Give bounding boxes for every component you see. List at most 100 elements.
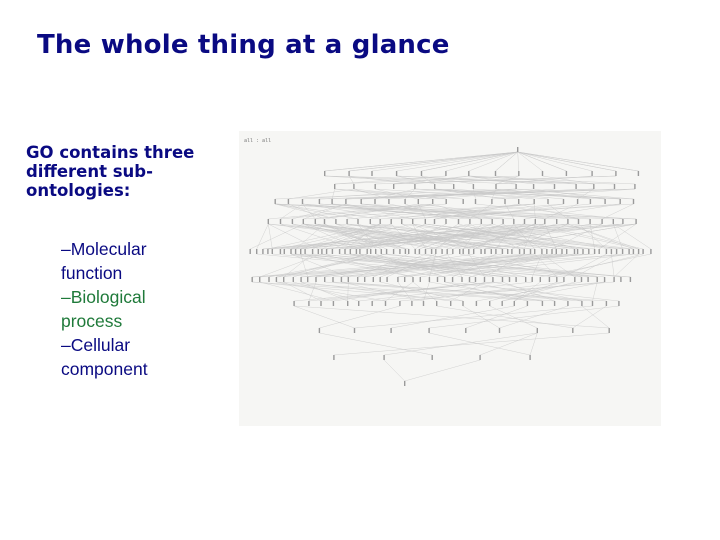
graph-node [332,277,334,282]
graph-edge [414,188,634,200]
graph-node [366,249,368,254]
graph-node [390,328,392,333]
graph-node [517,147,519,152]
graph-node [287,199,290,204]
graph-corner-label: all : all [244,138,271,144]
graph-edge [517,151,616,172]
graph-edge [275,203,504,220]
graph-edge [280,223,357,250]
graph-node [347,301,349,306]
graph-edge [529,332,538,356]
graph-node [420,171,423,176]
graph-node [508,277,511,282]
graph-edge [321,253,526,278]
graph-node [397,277,399,282]
graph-edge [542,175,594,185]
graph-node [575,184,577,189]
graph-node [603,277,606,282]
graph-edge [300,253,308,278]
graph-edge [524,203,621,220]
graph-edge [613,253,639,278]
graph-node [622,219,624,224]
graph-edge [517,151,567,172]
graph-edge [361,188,517,200]
graph-node [357,219,359,224]
graph-node [271,249,273,254]
graph-edge [267,223,381,250]
graph-node [523,219,526,224]
graph-edge [302,203,316,220]
graph-edge [473,223,536,250]
graph-node [618,301,620,306]
graph-edge [436,305,573,329]
graph-edge [412,203,621,220]
graph-edge [475,203,623,220]
graph-node [320,301,322,306]
graph-edge [331,188,335,200]
graph-edge [324,281,582,302]
graph-edge [335,223,453,250]
graph-node [321,249,323,254]
graph-node [504,199,506,204]
graph-node [610,249,613,254]
graph-node [513,301,515,306]
graph-edge [312,253,631,278]
graph-edge [412,281,437,302]
graph-node [358,301,360,306]
graph-node [345,199,347,204]
graph-node [474,277,477,282]
graph-node [541,249,543,254]
graph-node [507,249,509,254]
graph-edge [319,203,557,220]
graph-edge [339,253,598,278]
graph-node [256,249,258,254]
graph-node [418,249,421,254]
graph-node [632,199,635,204]
graph-node [637,171,640,176]
graph-node [283,277,285,282]
graph-node [414,249,416,254]
graph-node [274,199,276,204]
graph-node [411,301,413,306]
graph-node [536,328,538,333]
graph-node [525,277,527,282]
graph-edge [358,281,533,302]
graph-node [424,249,427,254]
graph-node [632,249,635,254]
graph-edge [572,305,607,329]
graph-edge [315,223,531,250]
graph-node [307,277,309,282]
graph-node [553,184,556,189]
graph-edge [516,188,634,200]
graph-edge [324,175,454,185]
graph-edge [495,175,593,185]
graph-edge [293,281,359,302]
graph-node [534,219,536,224]
graph-node [562,199,565,204]
graph-node [501,277,504,282]
graph-node [621,249,624,254]
graph-edge [468,175,517,185]
graph-edge [312,223,381,250]
graph-edge [256,253,510,278]
graph-edge [347,223,595,250]
graph-edge [350,223,545,250]
intro-line: ontologies: [26,181,131,200]
graph-node [474,199,477,204]
graph-edge [354,305,593,329]
graph-edge [374,188,415,200]
graph-node [541,171,544,176]
graph-node [459,249,461,254]
graph-node [334,184,336,189]
ontology-graph-image: all : all [239,131,661,426]
graph-edge [315,253,575,278]
graph-node [302,219,304,224]
graph-node [357,277,359,282]
graph-edge [350,253,631,278]
graph-edge [280,223,492,250]
graph-node [591,171,593,176]
graph-edge [333,281,476,302]
graph-node [436,277,439,282]
graph-edge [613,223,652,250]
graph-node [495,249,497,254]
